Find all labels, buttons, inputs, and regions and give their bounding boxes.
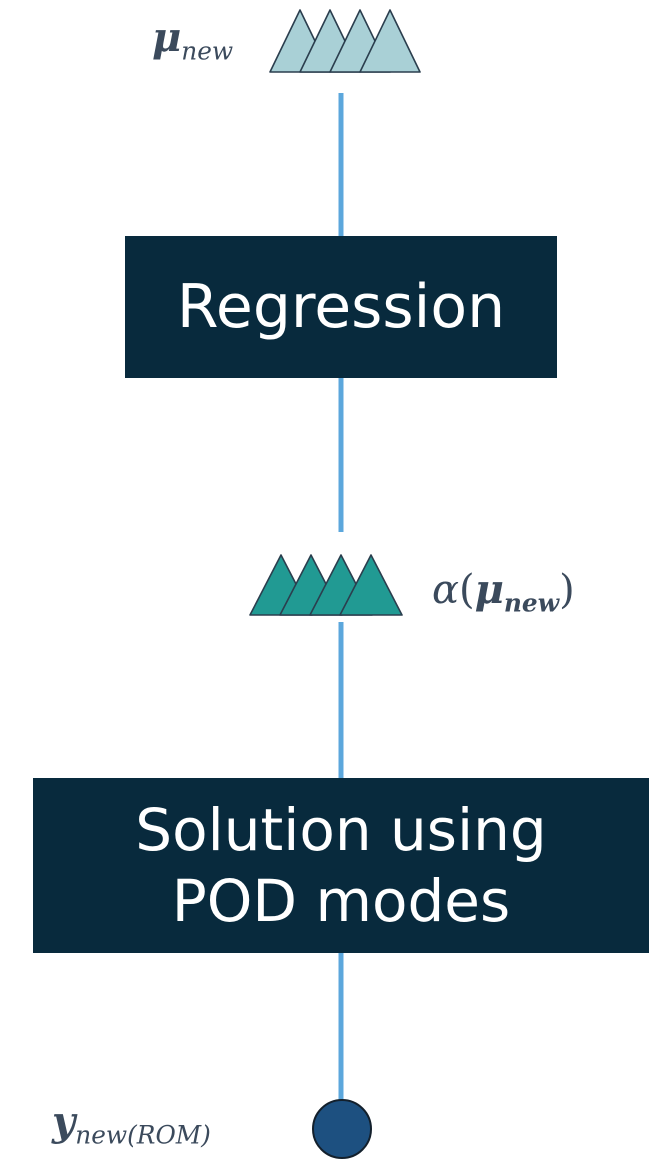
coefficient-func: α	[432, 567, 460, 613]
coefficient-triangles-icon	[249, 554, 403, 616]
regression-label: Regression	[176, 272, 506, 342]
output-subscript: new(ROM)	[75, 1120, 211, 1150]
solution-label-line2: POD modes	[171, 866, 511, 935]
coefficient-close-paren: )	[559, 567, 575, 613]
output-symbol: y	[52, 1098, 76, 1145]
output-solution-circle-icon	[312, 1099, 372, 1159]
solution-label-line1: Solution using	[135, 795, 547, 864]
regression-block: Regression	[125, 236, 557, 378]
input-parameter-label: μnew	[152, 18, 233, 64]
output-label: ynew(ROM)	[52, 1102, 211, 1148]
solution-block: Solution using POD modes	[33, 778, 649, 953]
input-symbol: μ	[152, 14, 182, 61]
input-parameter-triangles-icon	[269, 9, 421, 73]
coefficient-subscript: new	[503, 588, 560, 618]
input-subscript: new	[181, 36, 234, 66]
coefficient-symbol: μ	[474, 566, 504, 613]
coefficient-label: α(μnew)	[432, 570, 575, 616]
coefficient-open-paren: (	[459, 567, 475, 613]
